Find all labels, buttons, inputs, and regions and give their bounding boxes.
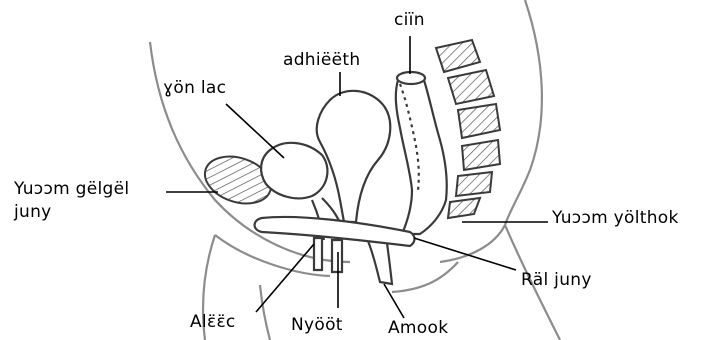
label-adhieeth: adhiëëth xyxy=(283,50,360,71)
colon xyxy=(396,72,447,234)
uterus xyxy=(317,91,391,222)
label-ral-juny: Räl juny xyxy=(521,270,592,291)
pointer-aleec xyxy=(256,244,314,312)
label-ciin: ciïn xyxy=(394,10,425,31)
ovary xyxy=(261,143,327,199)
label-juny: juny xyxy=(14,202,52,223)
pointer-yon-lac xyxy=(226,104,284,158)
label-yuoom-yolthok: Yuɔɔm yölthok xyxy=(552,208,679,229)
pointer-amook xyxy=(384,284,404,318)
pointer-ral-juny xyxy=(414,238,516,270)
label-yuoom-gelgel: Yuɔɔm gëlgël xyxy=(14,179,129,200)
label-nyoot: Nyööt xyxy=(291,315,343,336)
label-amook: Amook xyxy=(388,318,448,339)
label-aleec: Alɛ̈ɛ̈c xyxy=(190,312,236,333)
label-yon-lac: ɣön lac xyxy=(163,78,226,99)
